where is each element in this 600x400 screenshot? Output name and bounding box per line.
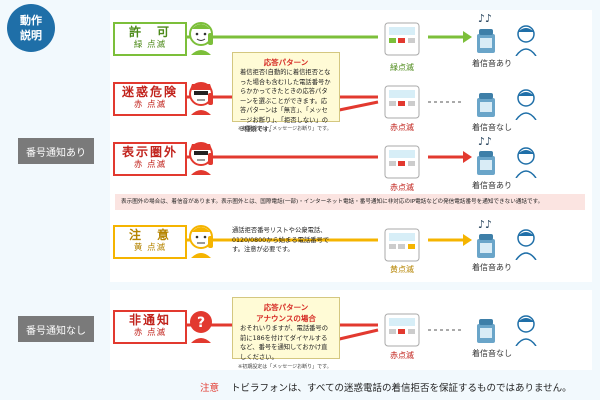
row-caution-label: 注 意 黄 点滅 (113, 225, 187, 259)
row-caution-title: 注 意 (128, 228, 171, 242)
tobira-phone-icon (384, 85, 420, 119)
svg-text:?: ? (197, 315, 205, 331)
telephone-icon (477, 319, 495, 343)
lamp-yellow: 黄点滅 (390, 265, 414, 274)
row-outside-label: 表示圏外 赤 点滅 (113, 142, 187, 176)
callout-nonotify-body: おそれいりますが、電話番号の前に186を付けてダイヤルするなど、番号を通知してお… (240, 325, 329, 361)
person-icon (515, 89, 537, 120)
lamp-red: 赤点滅 (390, 351, 414, 360)
ring-notes-icon: ♪♪ (478, 12, 493, 25)
lamp-red: 赤点滅 (390, 123, 414, 132)
panel-no-number (110, 290, 592, 370)
person-icon (515, 229, 537, 260)
tobira-phone-icon (384, 228, 420, 262)
caution-note: 通話拒否番号リストや公衆電話、0120/0800から始まる電話番号です。注意が必… (232, 227, 330, 253)
callout-nonotify-footnote: ※初期設定は「メッセージお断り」です。 (238, 364, 332, 370)
ring-notes-icon: ♪♪ (478, 218, 493, 231)
callout-danger-title: 応答パターン (263, 58, 309, 67)
unknown-caller-icon: ? (190, 311, 212, 343)
group-no-number: 番号通知なし (18, 316, 94, 342)
row-outside-sub: 赤 点滅 (133, 160, 167, 170)
caller-face-icon (189, 82, 213, 115)
telephone-icon (477, 29, 495, 53)
telephone-icon (477, 234, 495, 258)
row-allow-label: 許 可 緑 点滅 (113, 22, 187, 56)
row-nonotify-label: 非通知 赤 点滅 (113, 310, 187, 344)
person-icon (515, 25, 537, 56)
row-danger-label: 迷惑危険 赤 点滅 (113, 82, 187, 116)
telephone-icon (477, 151, 495, 175)
footer-note: 注意トビラフォンは、すべての迷惑電話の着信拒否を保証するものではありません。 (200, 380, 572, 394)
person-icon (515, 315, 537, 346)
row-caution-sub: 黄 点滅 (133, 243, 167, 253)
tobira-phone-icon (384, 145, 420, 179)
outside-note: 表示圏外の場合は、着信音があります。表示圏外とは、国際電話(一部)・インターネッ… (115, 194, 585, 210)
caller-face-icon (189, 225, 213, 258)
callout-danger-body: 着信拒否(自動的に着信拒否となった場合も含む)した電話番号からかかってきたときの… (240, 69, 331, 133)
person-icon (515, 147, 537, 178)
status-caution: 着信音あり (472, 263, 512, 272)
caller-face-icon (189, 22, 213, 55)
callout-nonotify-title: 応答パターン (263, 303, 309, 312)
row-allow-sub: 緑 点滅 (133, 40, 167, 50)
ring-notes-icon: ♪♪ (478, 135, 493, 148)
row-danger-title: 迷惑危険 (121, 85, 178, 99)
telephone-icon (477, 93, 495, 117)
footer-label: 注意 (200, 383, 220, 394)
row-allow-title: 許 可 (128, 25, 171, 39)
lamp-red: 赤点滅 (390, 183, 414, 192)
status-danger: 着信音なし (472, 123, 512, 132)
row-outside-title: 表示圏外 (121, 145, 178, 159)
row-danger-sub: 赤 点滅 (133, 100, 167, 110)
caller-face-icon (189, 142, 213, 175)
explain-line2: 説明 (20, 29, 42, 42)
footer-text: トビラフォンは、すべての迷惑電話の着信拒否を保証するものではありません。 (231, 383, 572, 394)
status-allow: 着信音あり (472, 59, 512, 68)
tobira-phone-icon (384, 22, 420, 56)
status-nonotify: 着信音なし (472, 349, 512, 358)
group-with-number: 番号通知あり (18, 138, 94, 164)
callout-nonotify: 応答パターン アナウンスの場合 おそれいりますが、電話番号の前に186を付けてダ… (232, 297, 340, 361)
explain-line1: 動作 (20, 14, 42, 27)
lamp-green: 緑点滅 (390, 63, 414, 72)
callout-danger-footnote: ※初期設定は「メッセージお断り」です。 (238, 126, 332, 132)
callout-nonotify-title2: アナウンスの場合 (256, 314, 316, 323)
tobira-phone-icon (384, 313, 420, 347)
explain-badge: 動作 説明 (7, 4, 55, 52)
status-outside: 着信音あり (472, 181, 512, 190)
row-nonotify-title: 非通知 (128, 313, 171, 327)
row-nonotify-sub: 赤 点滅 (133, 328, 167, 338)
callout-danger: 応答パターン 着信拒否(自動的に着信拒否となった場合も含む)した電話番号からかか… (232, 52, 340, 133)
